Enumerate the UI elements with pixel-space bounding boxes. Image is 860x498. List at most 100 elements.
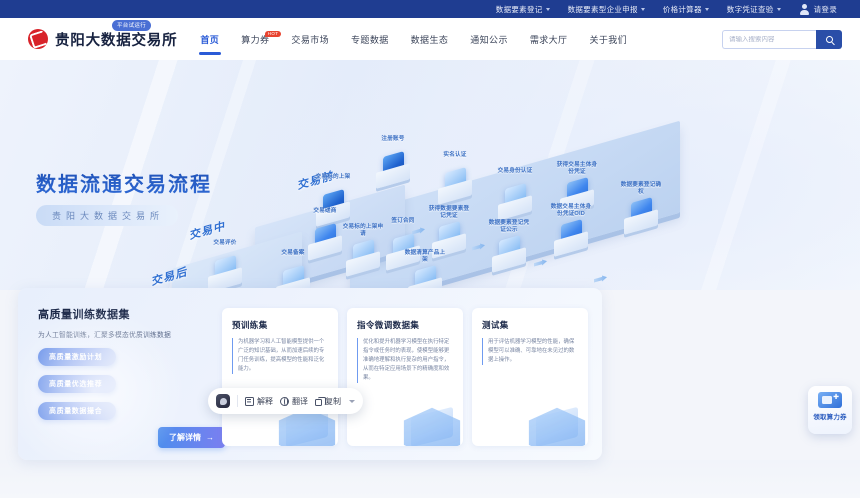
flow-node-label: 交易标的上架: [315, 174, 351, 180]
coupon-ticket-icon: [818, 392, 842, 408]
flow-node: 交易评价: [208, 240, 242, 290]
topbar-item-3-label: 数字凭证查验: [726, 4, 774, 14]
flow-node-label: 数据要素登记凭证公示: [488, 220, 530, 233]
toolbar-explain-button[interactable]: 解释: [245, 396, 273, 407]
dataset-card-instruction-tuning[interactable]: 指令微调数据集 优化和提升机器学习模型在执行特定指令或任务时的表现，使模型能够更…: [347, 308, 463, 446]
app-icon[interactable]: [216, 394, 230, 408]
topbar-item-1[interactable]: 数据要素型企业申报: [559, 4, 654, 15]
toolbar-divider: [237, 395, 238, 407]
nav-link-notices[interactable]: 通知公示: [470, 34, 508, 45]
flow-node-label: 交易标的上架申请: [342, 224, 384, 237]
topbar-item-1-label: 数据要素型企业申报: [567, 4, 638, 14]
page-bottom-background: [0, 460, 860, 498]
isometric-flow-diagram: 交易前 交易中 交易后 交易标的上架注册账号实名认证交易身份认证获得交易主体身份…: [150, 110, 710, 290]
flow-node: 签订合同: [386, 218, 420, 271]
chevron-down-icon: [545, 8, 550, 11]
learn-more-button[interactable]: 了解详情 →: [158, 427, 225, 448]
flow-node: 注册账号: [376, 136, 410, 189]
flow-node: 数据要素登记凭证公示: [489, 220, 529, 273]
copy-icon: [315, 397, 326, 406]
flow-node-label: 数据清算产品上架: [404, 250, 446, 263]
topbar-item-3[interactable]: 数字凭证查验: [718, 4, 790, 15]
arrow-right-icon: →: [206, 432, 214, 442]
hot-badge: HOT: [264, 30, 282, 37]
login-label: 请登录: [813, 4, 837, 14]
flow-node: 获得数据要素登记凭证: [429, 206, 469, 259]
toolbar-translate-button[interactable]: 翻译: [280, 396, 308, 407]
nav-link-trading-market[interactable]: 交易市场: [291, 34, 330, 45]
flow-node-label: 数据交易主体身份凭证OID: [550, 204, 592, 217]
topbar-item-2[interactable]: 价格计算器: [654, 4, 718, 15]
toolbar-explain-label: 解释: [257, 396, 273, 406]
nav-link-data-ecology[interactable]: 数据生态: [410, 34, 449, 45]
dataset-card-test-set[interactable]: 测试集 用于评估机器学习模型的性能，确保模型可以准确、可靠地在未见过的数据上操作…: [472, 308, 588, 446]
nav-link-home[interactable]: 首页: [189, 20, 230, 59]
nav-link-about-us[interactable]: 关于我们: [589, 34, 628, 45]
flow-node-label: 注册账号: [381, 136, 405, 142]
explain-icon: [245, 396, 254, 406]
dataset-card-list: 预训练集 为机器学习和人工智能模型提供一个广泛的知识基础，从而加速后续的专门任务…: [214, 288, 602, 460]
nav-links: 首页 算力券 HOT 交易市场 专题数据 数据生态 通知公示 需求大厅 关于我们: [189, 20, 638, 59]
promo-tag-incentive[interactable]: 高质量激励计划: [38, 348, 117, 366]
search-button[interactable]: [816, 29, 842, 49]
search-icon: [825, 35, 833, 43]
compute-voucher-fab-label: 领取算力券: [813, 414, 847, 421]
toolbar-copy-label: 复制: [325, 396, 341, 406]
brand[interactable]: 贵阳大数据交易所 平台试运行: [28, 19, 178, 50]
flow-node: 交易身份认证: [498, 168, 532, 221]
nav-link-compute-voucher-label: 算力券: [241, 34, 270, 45]
selection-toolbar[interactable]: 解释 翻译 复制: [208, 388, 363, 414]
dataset-card-desc: 为机器学习和人工智能模型提供一个广泛的知识基础，从而加速后续的专门任务训练，提高…: [232, 338, 328, 374]
promo-tag-recommend[interactable]: 高质量优选推荐: [38, 375, 117, 393]
flow-node: 获得交易主体身份凭证: [557, 162, 597, 215]
search-box[interactable]: [722, 29, 816, 49]
flow-node: 数据要素登记确权: [621, 182, 661, 235]
brand-name: 贵阳大数据交易所: [55, 32, 178, 49]
training-dataset-section: 高质量训练数据集 为人工智能训练，汇聚多模态优质训练数据 高质量激励计划 高质量…: [18, 288, 602, 460]
search-input[interactable]: [729, 35, 810, 43]
flow-node-label: 数据要素登记确权: [620, 182, 662, 195]
flow-node: 交易备案: [276, 250, 310, 290]
flow-node-label: 交易磋商: [313, 208, 337, 214]
nav-link-demand-hall[interactable]: 需求大厅: [529, 34, 568, 45]
flow-node-label: 交易身份认证: [497, 168, 533, 174]
hero-subtitle: 贵阳大数据交易所: [36, 205, 179, 226]
logo-icon: [28, 29, 48, 49]
flow-node: 实名认证: [438, 152, 472, 205]
chevron-down-icon[interactable]: [349, 399, 355, 403]
chevron-down-icon: [776, 8, 781, 11]
flow-node-label: 实名认证: [443, 152, 467, 158]
dataset-card-pretrain[interactable]: 预训练集 为机器学习和人工智能模型提供一个广泛的知识基础，从而加速后续的专门任务…: [222, 308, 338, 446]
dataset-card-desc: 优化和提升机器学习模型在执行特定指令或任务时的表现，使模型能够更准确地理解和执行…: [357, 338, 453, 383]
flow-node: 数据清算产品上架: [405, 250, 445, 290]
topbar-item-0[interactable]: 数据要素登记: [487, 4, 559, 15]
promo-left-panel: 高质量训练数据集 为人工智能训练，汇聚多模态优质训练数据 高质量激励计划 高质量…: [18, 288, 238, 460]
trial-badge: 平台试运行: [112, 19, 152, 31]
topbar-item-2-label: 价格计算器: [662, 4, 702, 14]
toolbar-copy-button[interactable]: 复制: [315, 396, 341, 407]
hero-banner: 数据流通交易流程 贵阳大数据交易所 交易前 交易中 交易后 交易标的上架注册账号…: [0, 60, 860, 290]
nav-link-compute-voucher[interactable]: 算力券 HOT: [230, 20, 282, 59]
top-utility-bar: 数据要素登记 数据要素型企业申报 价格计算器 数字凭证查验 请登录: [0, 0, 860, 18]
nav-link-topic-data[interactable]: 专题数据: [351, 34, 389, 45]
flow-node-label: 获得数据要素登记凭证: [428, 206, 470, 219]
dataset-card-title: 指令微调数据集: [357, 320, 420, 330]
hero-title: 数据流通交易流程: [36, 168, 212, 197]
main-navigation: 贵阳大数据交易所 平台试运行 首页 算力券 HOT 交易市场 专题数据 数据生态…: [0, 18, 860, 60]
flow-node-label: 获得交易主体身份凭证: [556, 162, 598, 175]
promo-subtitle: 为人工智能训练，汇聚多模态优质训练数据: [38, 332, 171, 339]
dataset-card-title: 预训练集: [232, 320, 268, 330]
promo-tag-matching[interactable]: 高质量数据撮合: [38, 402, 117, 420]
user-icon: [800, 3, 810, 15]
flow-arrow: [534, 258, 547, 268]
flow-node: 交易标的上架: [316, 174, 350, 227]
flow-node: 交易标的上架申请: [343, 224, 383, 277]
hero-text-block: 数据流通交易流程 贵阳大数据交易所: [36, 168, 212, 226]
chevron-down-icon: [640, 8, 645, 11]
flow-node-label: 签订合同: [391, 218, 415, 224]
dataset-card-desc: 用于评估机器学习模型的性能，确保模型可以准确、可靠地在未见过的数据上操作。: [482, 338, 578, 365]
toolbar-translate-label: 翻译: [292, 396, 308, 406]
login-button[interactable]: 请登录: [790, 3, 846, 15]
compute-voucher-fab[interactable]: 领取算力券: [808, 386, 852, 434]
